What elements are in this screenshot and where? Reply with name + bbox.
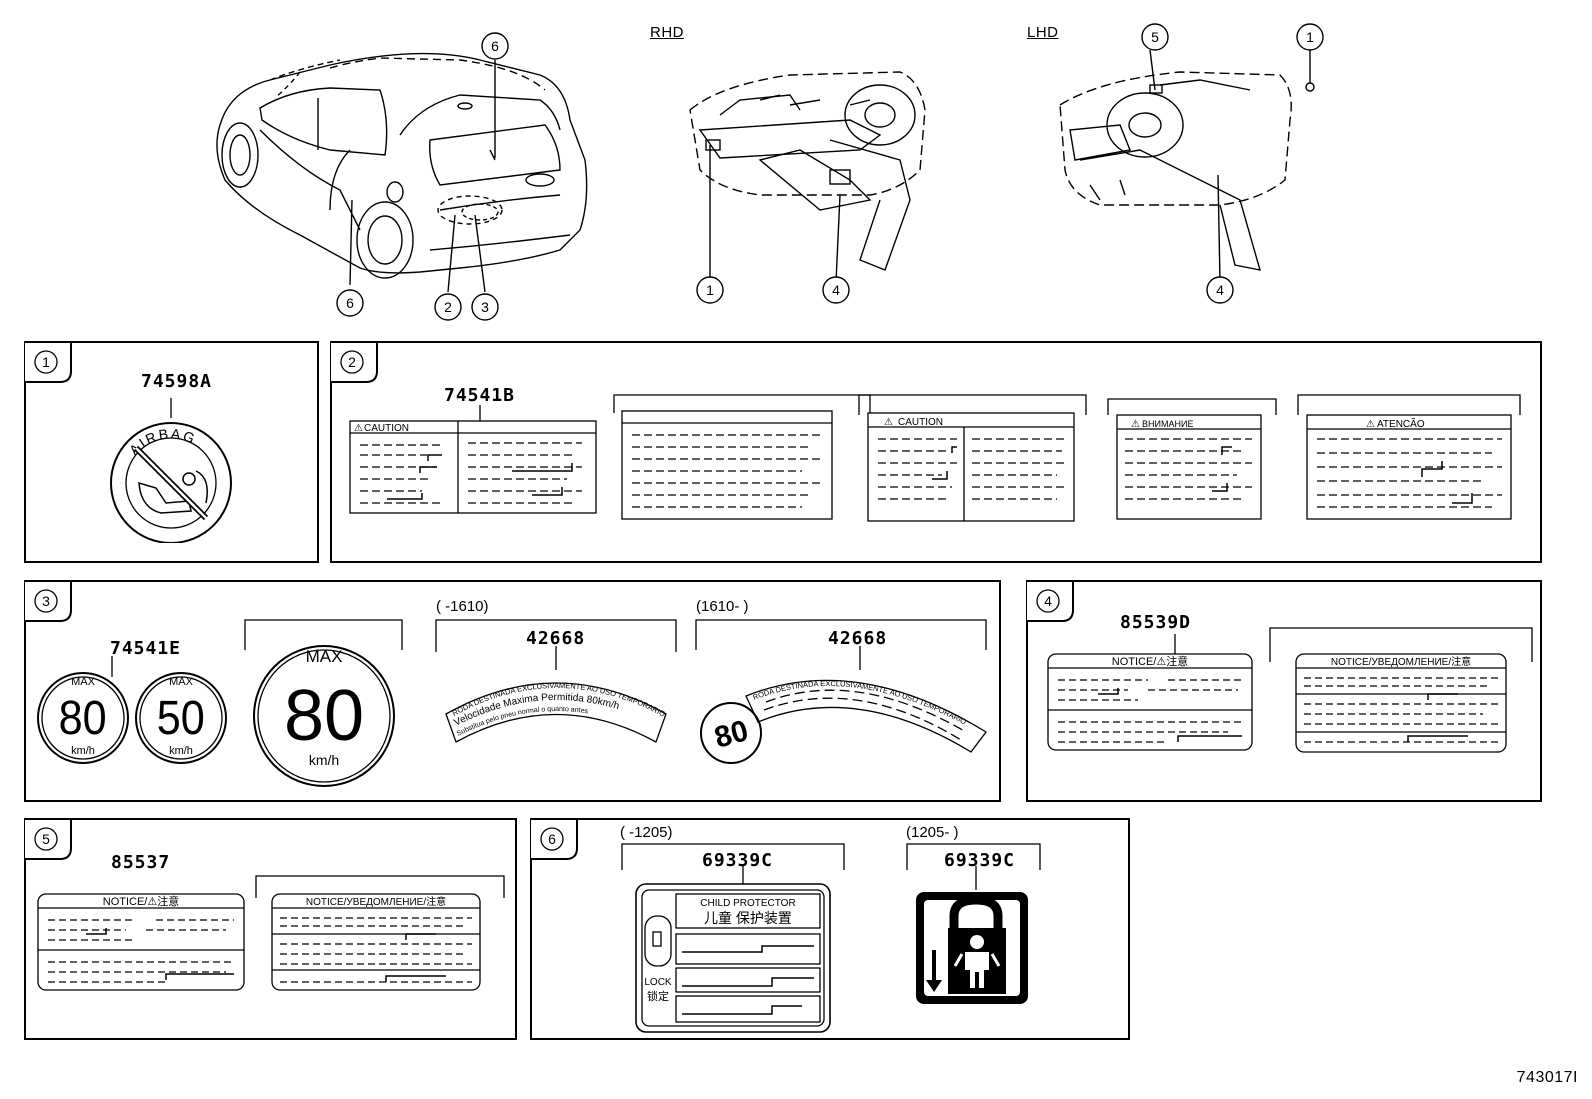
- panel-4: 4 85539D NOTICE/⚠注意 NOTICE/УВЕДОМЛЕНИЕ/注…: [1026, 580, 1542, 802]
- svg-text:RODA DESTINADA EXCLUSIVAMENTE: RODA DESTINADA EXCLUSIVAMENTE AO USO TEM…: [752, 679, 968, 727]
- speed-80-large: 80: [284, 676, 364, 756]
- part-number-85537: 85537: [111, 852, 171, 873]
- panel-tab: 4: [1027, 580, 1074, 622]
- caution-label-en: CAUTION: [364, 423, 409, 434]
- part-number-69339C-a: 69339C: [702, 850, 774, 871]
- max-label-50: MAX: [169, 676, 194, 688]
- top-illustrations: 6 6 2 3 1 4 5 1 4: [216, 23, 1324, 321]
- panel-5: 5 85537 NOTICE/⚠注意 NOTICE/УВЕДОМЛЕНИЕ/注意: [24, 818, 517, 1040]
- figure-id: 743017I: [1516, 1069, 1578, 1086]
- notice-labels-5: NOTICE/⚠注意 NOTICE/УВЕДОМЛЕНИЕ/注意: [37, 875, 505, 991]
- part-number-85539D: 85539D: [1120, 612, 1192, 633]
- part-number-69339C-b: 69339C: [944, 850, 1016, 871]
- callout-1-lhd: 1: [1306, 29, 1314, 45]
- range-a: ( -1610): [436, 598, 489, 615]
- lhd-dashboard-illustration: [1059, 49, 1315, 283]
- part-number-74541B: 74541B: [444, 385, 516, 406]
- callout-5-lhd: 5: [1151, 29, 1159, 45]
- lock-text: LOCK: [644, 977, 672, 988]
- range-b: (1205- ): [906, 824, 959, 841]
- svg-text:1: 1: [42, 354, 50, 370]
- speed-80-small: 80: [59, 691, 107, 745]
- svg-text:3: 3: [42, 593, 50, 609]
- part-number-42668-b: 42668: [828, 628, 888, 649]
- speed-stickers: MAX 80 km/h MAX 50 km/h MAX 80 km/h 80 R…: [37, 619, 987, 787]
- panel-3: 3 74541E ( -1610) (1610- ) 42668 42668: [24, 580, 1001, 802]
- callout-1-rhd: 1: [706, 282, 714, 298]
- callout-6-top: 6: [491, 38, 499, 54]
- child-protector-cn: 儿童 保护装置: [704, 910, 792, 926]
- panel-tab: 6: [531, 818, 578, 860]
- panel-tab: 5: [25, 818, 72, 860]
- svg-text:⚠: ⚠: [354, 423, 363, 434]
- unit-50: km/h: [169, 745, 193, 757]
- callout-4-rhd: 4: [832, 282, 840, 298]
- unit-80: km/h: [71, 745, 95, 757]
- part-number-42668-a: 42668: [526, 628, 586, 649]
- arc-text-b1: RODA DESTINADA EXCLUSIVAMENTE AO USO TEM…: [752, 679, 968, 727]
- callout-4-lhd: 4: [1216, 282, 1224, 298]
- svg-text:2: 2: [348, 354, 356, 370]
- lock-cn: 锁定: [647, 989, 669, 1003]
- callout-6-bottom: 6: [346, 295, 354, 311]
- child-protector-labels: CHILD PROTECTOR 儿童 保护装置 LOCK 锁定: [621, 843, 1041, 1033]
- panel-1: 1 74598A AIRBAG: [24, 341, 319, 563]
- rhd-label: RHD: [650, 24, 684, 41]
- car-illustration: [216, 52, 588, 293]
- caution-label-ru: ВНИМАНИЕ: [1142, 419, 1193, 429]
- panel-2: 2 74541B: [330, 341, 1542, 563]
- panel-tab: 2: [331, 341, 378, 383]
- range-b: (1610- ): [696, 598, 749, 615]
- svg-text:6: 6: [548, 831, 556, 847]
- callout-3: 3: [481, 299, 489, 315]
- svg-text:⚠: ⚠: [884, 417, 893, 428]
- notice-label-b: NOTICE/УВЕДОМЛЕНИЕ/注意: [306, 895, 446, 908]
- panel-tab: 3: [25, 580, 72, 622]
- child-protector-text: CHILD PROTECTOR: [700, 898, 795, 909]
- max-label-80: MAX: [71, 676, 96, 688]
- rhd-dashboard-illustration: [689, 71, 926, 283]
- range-a: ( -1205): [620, 824, 673, 841]
- svg-text:5: 5: [42, 831, 50, 847]
- unit-large: km/h: [309, 752, 339, 768]
- svg-text:⚠: ⚠: [1366, 419, 1375, 430]
- speed-50-small: 50: [157, 691, 205, 745]
- panel-6: 6 ( -1205) (1205- ) 69339C 69339C CHILD …: [530, 818, 1130, 1040]
- lhd-label: LHD: [1027, 24, 1059, 41]
- notice-labels: NOTICE/⚠注意 NOTICE/УВЕДОМЛЕНИЕ/注意: [1047, 627, 1533, 753]
- max-label-large: MAX: [306, 647, 343, 666]
- speed-80-mini: 80: [711, 714, 752, 755]
- svg-text:⚠: ⚠: [1131, 419, 1140, 430]
- caution-labels: CAUTION CAUTION ВНИМАНИЕ ATENCÃO ⚠ ⚠ ⚠ ⚠: [349, 394, 1521, 522]
- svg-text:4: 4: [1044, 593, 1052, 609]
- panel-tab: 1: [25, 341, 72, 383]
- caution-label-pt: ATENCÃO: [1377, 417, 1425, 430]
- notice-label-a: NOTICE/⚠注意: [103, 894, 179, 908]
- callout-2: 2: [444, 299, 452, 315]
- airbag-warning-sticker: AIRBAG: [110, 398, 232, 543]
- caution-label-en-2: CAUTION: [898, 417, 943, 428]
- notice-label-b: NOTICE/УВЕДОМЛЕНИЕ/注意: [1331, 655, 1471, 668]
- child-lock-pictogram: [916, 892, 1028, 1004]
- notice-label-a: NOTICE/⚠注意: [1112, 654, 1188, 668]
- part-number-74598A: 74598A: [141, 371, 213, 392]
- part-number-74541E: 74541E: [110, 638, 182, 659]
